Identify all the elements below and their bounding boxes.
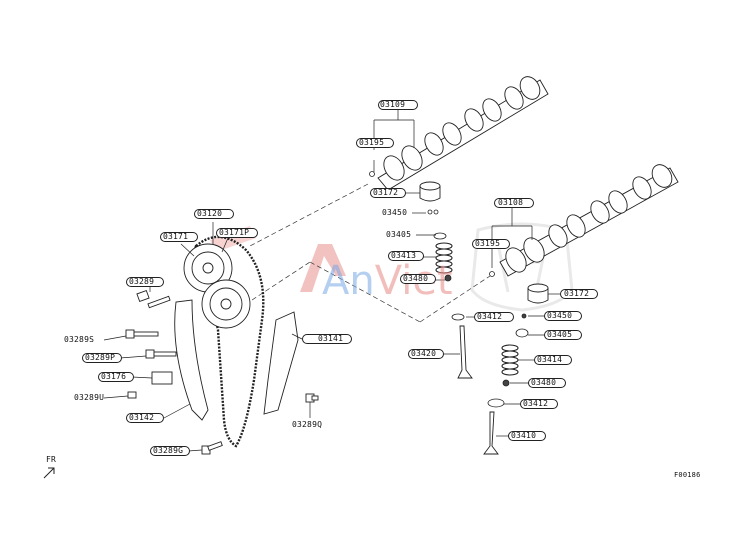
callout-box	[216, 228, 258, 238]
part-label-03142: 03142	[129, 413, 155, 422]
part-label-03289g: 03289G	[153, 446, 184, 455]
part-label-03405-upper: 03405	[386, 230, 412, 239]
callout-box	[544, 311, 582, 321]
callout-box	[82, 353, 122, 363]
part-label-03450-lower: 03450	[547, 311, 573, 320]
chain-tensioner-lever	[174, 299, 209, 421]
valve-spring-lower	[501, 344, 519, 376]
valve-lifter-upper	[419, 181, 441, 202]
callout-box	[544, 330, 582, 340]
callout-box	[560, 289, 598, 299]
callout-box	[494, 198, 534, 208]
reference-lines	[249, 183, 491, 323]
part-label-03414: 03414	[537, 355, 563, 364]
bolts	[125, 289, 319, 455]
callout-box	[194, 209, 234, 219]
part-label-03289p: 03289P	[85, 353, 116, 362]
part-label-03410: 03410	[511, 431, 537, 440]
part-label-03405-lower: 03405	[547, 330, 573, 339]
part-label-03480-lower: 03480	[531, 378, 557, 387]
valve-spring-upper	[435, 242, 453, 274]
part-label-03289u: 03289U	[74, 393, 105, 402]
callout-box	[356, 138, 394, 148]
part-label-03108: 03108	[498, 198, 524, 207]
part-label-03413: 03413	[391, 251, 417, 260]
callout-box	[126, 413, 164, 423]
callout-box	[534, 355, 572, 365]
watermark-red-mark	[300, 244, 346, 292]
intake-camshaft	[377, 76, 549, 191]
callout-box	[474, 312, 514, 322]
part-label-03172-upper: 03172	[373, 188, 399, 197]
intake-valve	[457, 325, 473, 379]
part-label-03195-upper: 03195	[359, 138, 385, 147]
callout-box	[370, 188, 406, 198]
camshaft-sprocket-upper	[183, 243, 233, 293]
watermark-brand-a: An	[322, 258, 375, 304]
part-label-03480-upper: 03480	[403, 274, 429, 283]
valve-lifter-lower	[527, 283, 549, 304]
figure-code: F00186	[674, 471, 701, 479]
part-label-03176: 03176	[101, 372, 127, 381]
callout-box	[160, 232, 198, 242]
part-label-03412-lower: 03412	[523, 399, 549, 408]
part-label-03171p: 03171P	[219, 228, 250, 237]
part-label-03120: 03120	[197, 209, 223, 218]
timing-chain	[193, 235, 265, 448]
camshaft-sprocket-lower	[201, 279, 251, 329]
callout-box	[98, 372, 134, 382]
leader-lines	[103, 105, 562, 452]
part-label-03450-upper: 03450	[382, 208, 408, 217]
exhaust-valve	[483, 411, 499, 455]
part-label-03109: 03109	[380, 100, 406, 109]
callout-box	[408, 349, 444, 359]
callout-box	[528, 378, 566, 388]
callout-box	[150, 446, 190, 456]
callout-box	[388, 251, 424, 261]
part-label-03171: 03171	[163, 232, 189, 241]
part-label-03412-upper: 03412	[477, 312, 503, 321]
part-label-03420: 03420	[411, 349, 437, 358]
part-label-03195-lower: 03195	[475, 239, 501, 248]
callout-box	[520, 399, 558, 409]
chain-guide	[263, 311, 299, 415]
part-label-03289s: 03289S	[64, 335, 95, 344]
part-label-03141: 03141	[318, 334, 344, 343]
small-parts	[369, 171, 529, 408]
front-direction-arrow-icon	[43, 467, 55, 479]
callout-box	[400, 274, 436, 284]
callout-box	[126, 277, 164, 287]
cam-lobes-lower	[505, 164, 673, 273]
callout-box	[378, 100, 418, 110]
callout-box	[508, 431, 546, 441]
direction-label-fr: FR	[46, 455, 57, 464]
part-label-03289q: 03289Q	[292, 420, 323, 429]
part-label-03289: 03289	[129, 277, 155, 286]
callout-box	[472, 239, 510, 249]
callout-box	[302, 334, 352, 344]
exhaust-camshaft	[499, 164, 679, 277]
cam-lobes-upper	[383, 76, 541, 181]
part-label-03172-lower: 03172	[564, 289, 590, 298]
